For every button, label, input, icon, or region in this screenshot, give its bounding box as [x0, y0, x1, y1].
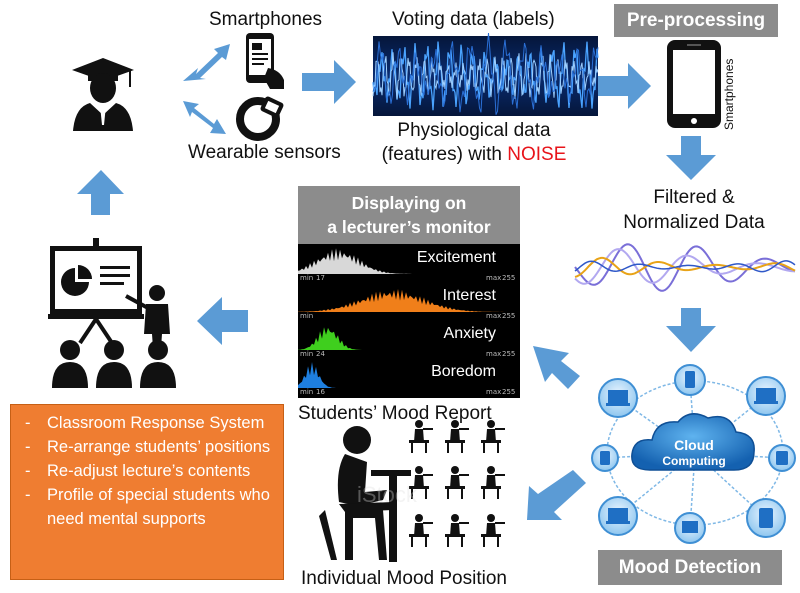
- voting-data-label: Voting data (labels): [392, 9, 555, 30]
- cloud-line1: Cloud: [674, 437, 714, 453]
- filtered-line2: Normalized Data: [623, 212, 765, 233]
- arrow-to-classroom: [197, 297, 248, 345]
- tick-min-value: 24: [316, 350, 325, 358]
- excitement-histogram: [298, 248, 520, 274]
- action-item: Classroom Response System: [17, 411, 277, 435]
- tick-min: min: [300, 388, 314, 396]
- mood-label: Anxiety: [443, 325, 496, 342]
- cloud-computing-diagram: Cloud Computing: [591, 364, 796, 544]
- mood-report-label: Students’ Mood Report: [298, 403, 492, 424]
- action-item: Profile of special students who need men…: [17, 483, 277, 531]
- tick-max-value: 255: [502, 312, 516, 320]
- classroom-presentation-icon: [48, 238, 176, 388]
- smartphones-vertical-label: Smartphones: [722, 58, 736, 130]
- arrow-down-filtered: [666, 136, 716, 180]
- mood-row-excitement: Excitement min 17 max 255: [298, 244, 520, 282]
- tick-max: max: [486, 274, 502, 282]
- actions-box: Classroom Response System Re-arrange stu…: [10, 404, 284, 580]
- anxiety-histogram: [298, 327, 520, 350]
- display-line1: Displaying on: [351, 193, 467, 213]
- graduate-person-icon: [72, 58, 134, 131]
- tick-min-value: 16: [316, 388, 325, 396]
- smartphones-label: Smartphones: [209, 9, 323, 30]
- filtered-data-label: Filtered & Normalized Data: [614, 185, 774, 235]
- mood-label: Excitement: [416, 249, 496, 266]
- tick-min: min: [300, 274, 314, 282]
- actions-list: Classroom Response System Re-arrange stu…: [17, 411, 277, 531]
- tick-min: min: [300, 312, 314, 320]
- tick-max-value: 255: [502, 274, 516, 282]
- preprocessing-box: Pre-processing: [614, 4, 778, 37]
- smartphone-icon: [246, 33, 284, 89]
- boredom-histogram: [298, 362, 520, 388]
- noise-label: NOISE: [507, 144, 567, 165]
- arrow-to-monitor: [533, 346, 580, 389]
- arrow-to-preprocessing: [597, 63, 651, 109]
- cloud-line2: Computing: [662, 454, 725, 468]
- display-line2: a lecturer’s monitor: [327, 217, 491, 237]
- display-title-box: Displaying on a lecturer’s monitor: [298, 186, 520, 244]
- mood-row-anxiety: Anxiety min 24 max 255: [298, 320, 520, 358]
- watermark: iStock: [357, 482, 418, 507]
- mood-monitor: Excitement min 17 max 255 Interest min m…: [298, 244, 520, 398]
- arrow-up-person: [77, 170, 124, 215]
- arrow-person-wearable: [183, 101, 226, 134]
- tick-min-value: 17: [316, 274, 325, 282]
- action-item: Re-arrange students’ positions: [17, 435, 277, 459]
- wearable-sensors-label: Wearable sensors: [188, 142, 341, 163]
- arrow-to-individual: [527, 470, 586, 520]
- tick-max: max: [486, 312, 502, 320]
- tick-max-value: 255: [502, 388, 516, 396]
- mood-label: Interest: [442, 287, 496, 304]
- filtered-signal-image: [574, 243, 796, 292]
- physiological-data-label: Physiological data (features) with NOISE: [369, 119, 579, 167]
- wearable-band-icon: [236, 96, 284, 141]
- mood-row-boredom: Boredom min 16 max 255: [298, 358, 520, 396]
- interest-histogram: [298, 289, 520, 312]
- preprocessing-phone-icon: [667, 40, 721, 128]
- physio-line2: (features) with: [381, 144, 508, 165]
- arrow-to-voting-data: [302, 60, 356, 104]
- mood-detection-box: Mood Detection: [598, 550, 782, 585]
- tick-max: max: [486, 350, 502, 358]
- mood-row-interest: Interest min max 255: [298, 282, 520, 320]
- arrow-down-mood: [666, 308, 716, 352]
- action-item: Re-adjust lecture’s contents: [17, 459, 277, 483]
- tick-min: min: [300, 350, 314, 358]
- arrow-person-smartphone: [183, 44, 230, 81]
- physio-line1: Physiological data: [397, 120, 551, 141]
- mood-label: Boredom: [431, 363, 496, 380]
- individual-mood-label: Individual Mood Position: [301, 568, 507, 589]
- raw-signal-image: [372, 33, 599, 116]
- tick-max-value: 255: [502, 350, 516, 358]
- tick-max: max: [486, 388, 502, 396]
- filtered-line1: Filtered &: [653, 187, 735, 208]
- individual-mood-illustration: iStock: [319, 420, 505, 562]
